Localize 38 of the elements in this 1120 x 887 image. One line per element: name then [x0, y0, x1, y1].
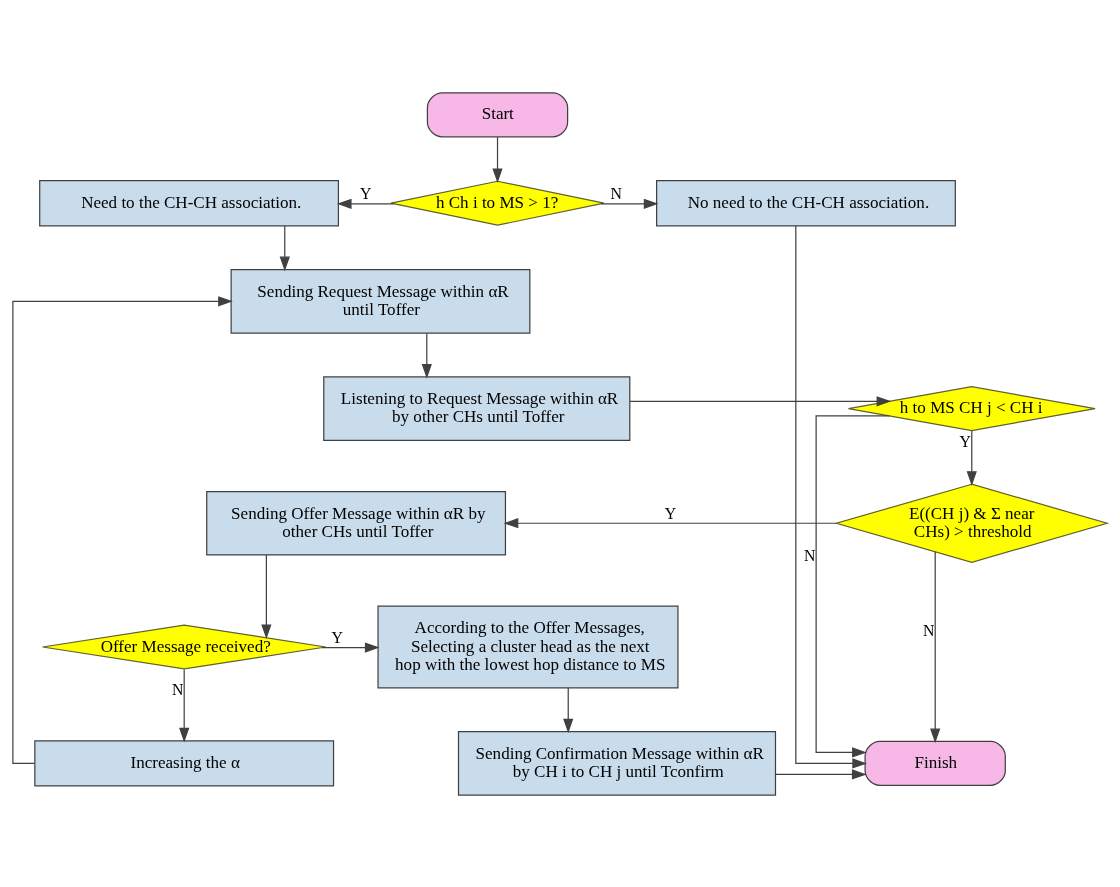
node-box: Sending Confirmation Message within αR by CH i to CH j until Tconfirm [457, 730, 777, 796]
node-diamond: h Ch i to MS > 1? [390, 180, 605, 226]
arrow [12, 295, 233, 764]
node-box: Finish [864, 740, 1006, 786]
arrow [421, 332, 432, 379]
edge-label: N [803, 546, 816, 564]
arrow [795, 224, 867, 769]
node-box: Increasing the α [34, 739, 335, 787]
edge-label: N [923, 621, 935, 639]
node-box: According to the Offer Messages, Selecting a cluster head as the next hop with the lowest hop distance to MS [377, 605, 679, 688]
arrow [321, 642, 380, 653]
edge-label: Y [959, 432, 972, 450]
node-diamond: E((CH j) & Σ near CHs) > threshold [834, 483, 1110, 563]
arrow [279, 224, 290, 271]
arrow [179, 668, 190, 742]
arrow [815, 414, 890, 758]
node-box: Start [426, 91, 569, 137]
arrow [503, 517, 837, 528]
node-box: Sending Offer Message within αR by other CHs until Toffer [206, 490, 507, 556]
arrow [930, 550, 941, 743]
node-diamond: h to MS CH j < CH i [847, 385, 1096, 431]
arrow [629, 395, 892, 406]
arrow [563, 686, 574, 733]
node-box: No need to the CH-CH association. [656, 179, 956, 226]
edge-label: N [172, 680, 184, 698]
edge-label: Y [664, 504, 677, 522]
edge-label: Y [360, 184, 372, 202]
arrow [966, 429, 977, 486]
node-box: Sending Request Message within αR until Toffer [230, 268, 531, 334]
edge-label: N [610, 184, 622, 202]
arrow [492, 136, 503, 183]
arrow [261, 554, 272, 639]
arrow [600, 198, 659, 209]
edge-label: Y [331, 628, 344, 646]
arrow [775, 768, 867, 779]
arrow [336, 198, 395, 209]
node-box: Need to the CH-CH association. [39, 179, 340, 226]
node-box: Listening to Request Message within αR by other CHs until Toffer [323, 375, 631, 441]
